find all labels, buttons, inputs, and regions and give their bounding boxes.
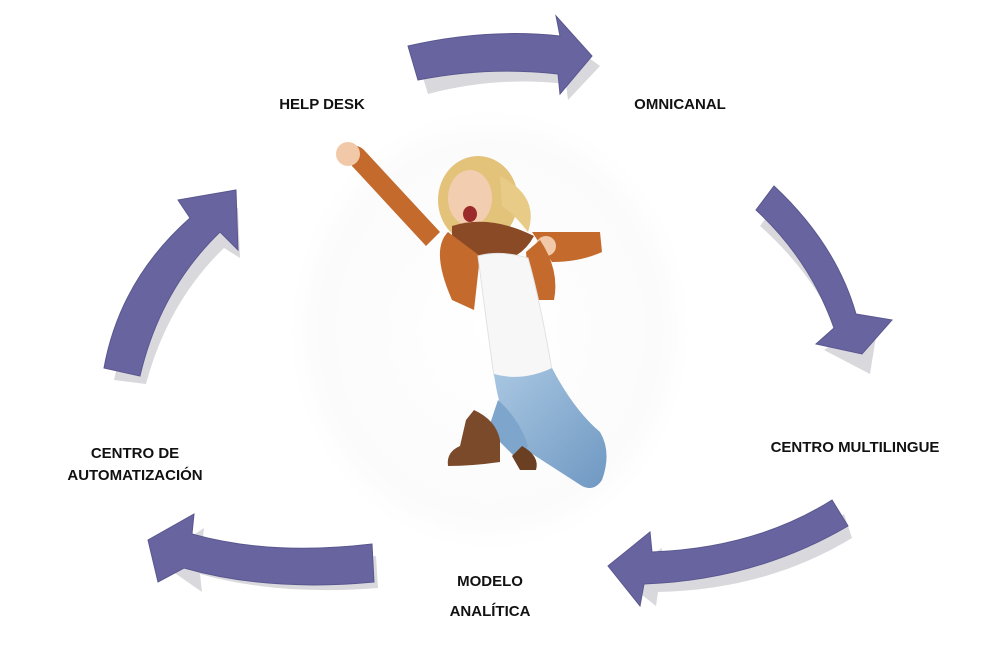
label-modelo-line2: ANALÍTICA (449, 603, 531, 620)
label-omnicanal: OMNICANAL (620, 94, 740, 116)
label-centro-automatizacion: CENTRO DE AUTOMATIZACIÓN (50, 443, 220, 487)
label-centro-multilingue: CENTRO MULTILINGUE (760, 437, 950, 459)
jumping-woman-illustration (336, 142, 607, 488)
label-omnicanal-text: OMNICANAL (634, 96, 726, 113)
label-centro-multilingue-text: CENTRO MULTILINGUE (770, 439, 940, 456)
arrow-bottom-left (147, 513, 378, 592)
label-help-desk: HELP DESK (262, 94, 382, 116)
arrow-right (755, 185, 893, 374)
label-modelo-line1: MODELO (457, 573, 523, 590)
label-automatizacion-line1: CENTRO DE (90, 445, 180, 462)
label-help-desk-text: HELP DESK (279, 96, 365, 113)
arrow-top (407, 14, 600, 100)
label-automatizacion-line2: AUTOMATIZACIÓN (67, 467, 203, 484)
arrow-left (103, 189, 240, 384)
label-modelo-analitica: MODELO ANALÍTICA (420, 567, 560, 627)
arrow-bottom-right (607, 499, 852, 608)
